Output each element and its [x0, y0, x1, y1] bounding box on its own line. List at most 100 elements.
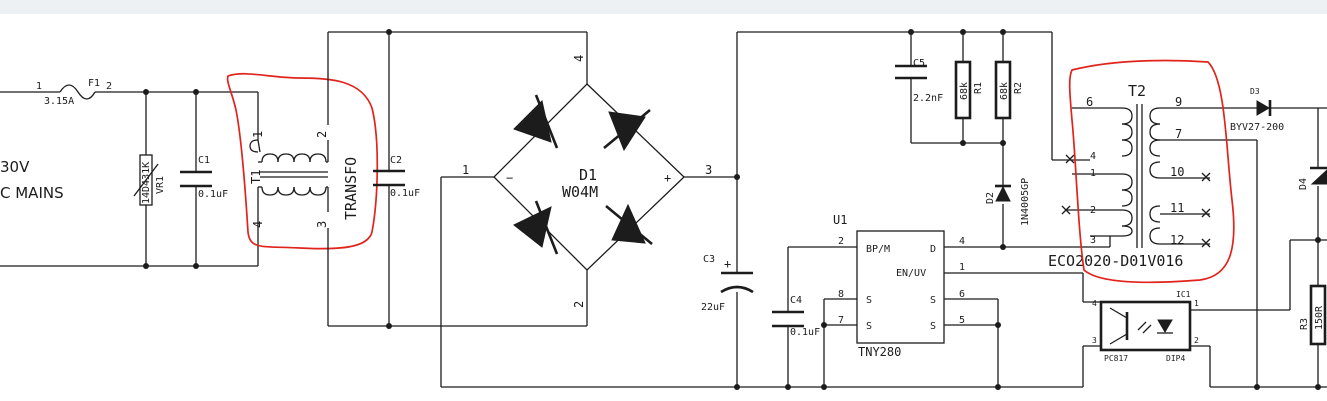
- svg-text:1: 1: [1194, 299, 1199, 308]
- capacitor-c5[interactable]: C5 2.2nF: [895, 50, 943, 104]
- svg-text:2.2nF: 2.2nF: [913, 93, 943, 104]
- svg-text:14D431K: 14D431K: [141, 162, 152, 204]
- svg-text:150R: 150R: [1314, 305, 1325, 330]
- diode-d3[interactable]: D3 BYV27-200: [1230, 87, 1327, 133]
- svg-text:T1: T1: [249, 170, 263, 184]
- svg-text:68k: 68k: [999, 82, 1010, 100]
- svg-text:2: 2: [572, 301, 586, 308]
- svg-text:+: +: [724, 257, 731, 271]
- svg-text:7: 7: [1175, 127, 1182, 141]
- mains-label: 30V C MAINS: [0, 158, 64, 202]
- capacitor-c3[interactable]: + C3 22uF: [701, 254, 754, 313]
- svg-text:6: 6: [959, 289, 965, 300]
- transformer-t1[interactable]: 1 2 3 4 T1 TRANSFO: [249, 131, 360, 228]
- capacitor-c4[interactable]: C4 0.1uF: [772, 295, 820, 338]
- svg-text:1: 1: [462, 163, 469, 177]
- svg-text:4: 4: [251, 221, 265, 228]
- svg-text:22uF: 22uF: [701, 302, 725, 313]
- svg-text:TRANSFO: TRANSFO: [342, 157, 360, 220]
- svg-text:1: 1: [36, 81, 42, 92]
- optocoupler-ic1[interactable]: 4 1 3 2 IC1 PC817 DIP4: [1082, 290, 1211, 387]
- svg-text:0.1uF: 0.1uF: [198, 189, 228, 200]
- svg-text:BP/M: BP/M: [866, 244, 890, 255]
- svg-text:T2: T2: [1128, 82, 1146, 100]
- u1-wiring: [944, 244, 1110, 390]
- capacitor-c1[interactable]: C1 0.1uF: [180, 155, 228, 200]
- svg-text:1: 1: [959, 262, 965, 273]
- svg-text:R2: R2: [1013, 82, 1024, 94]
- annotation-circle-t2: [1068, 59, 1235, 284]
- svg-text:30V: 30V: [0, 158, 30, 176]
- svg-text:7: 7: [838, 315, 844, 326]
- svg-text:S: S: [866, 295, 872, 306]
- svg-text:TNY280: TNY280: [858, 345, 901, 359]
- svg-text:8: 8: [838, 289, 844, 300]
- hv-rail-wiring: [441, 31, 1083, 390]
- svg-text:S: S: [866, 321, 872, 332]
- svg-text:EN/UV: EN/UV: [896, 268, 926, 279]
- svg-text:4: 4: [959, 236, 965, 247]
- svg-text:2: 2: [106, 81, 112, 92]
- svg-text:C1: C1: [198, 155, 210, 166]
- svg-text:S: S: [930, 321, 936, 332]
- c4-wiring: [785, 246, 857, 390]
- annotation-circle-t1: [226, 72, 379, 250]
- svg-text:−: −: [506, 171, 513, 185]
- resistor-r1[interactable]: 68k R1: [954, 60, 984, 120]
- svg-text:2: 2: [1194, 336, 1199, 345]
- capacitor-c2[interactable]: C2 0.1uF: [373, 155, 420, 199]
- transformer-t2[interactable]: T2 6 4 1 2 3 9 7 10 11 12 ECO2020-D01V01…: [1048, 82, 1257, 270]
- svg-text:ECO2020-D01V016: ECO2020-D01V016: [1048, 252, 1183, 270]
- resistor-r2[interactable]: 68k R2: [994, 60, 1024, 120]
- svg-text:4: 4: [1092, 299, 1097, 308]
- svg-text:VR1: VR1: [155, 176, 166, 194]
- svg-text:4: 4: [572, 55, 586, 62]
- svg-text:4: 4: [1090, 151, 1096, 162]
- svg-text:3.15A: 3.15A: [44, 96, 74, 107]
- diode-d4[interactable]: D4: [1298, 166, 1327, 190]
- svg-text:U1: U1: [833, 213, 847, 227]
- svg-text:D: D: [930, 244, 936, 255]
- svg-text:2: 2: [838, 236, 844, 247]
- svg-text:R1: R1: [973, 82, 984, 94]
- svg-text:6: 6: [1086, 95, 1093, 109]
- svg-text:W04M: W04M: [562, 183, 598, 201]
- fuse-f1[interactable]: 1 2 3.15A F1: [36, 78, 112, 107]
- input-wiring: [0, 89, 259, 269]
- svg-text:BYV27-200: BYV27-200: [1230, 122, 1284, 133]
- svg-text:1N4005GP: 1N4005GP: [1020, 178, 1031, 226]
- svg-text:C2: C2: [390, 155, 402, 166]
- bridge-rectifier-d1[interactable]: − + D1 W04M 1 2 3 4: [440, 32, 737, 387]
- varistor-vr1[interactable]: 14D431K VR1: [133, 154, 166, 206]
- svg-text:R3: R3: [1299, 318, 1310, 330]
- t2-wiring: [1051, 32, 1122, 247]
- svg-text:D1: D1: [579, 166, 597, 184]
- svg-text:D2: D2: [985, 192, 996, 204]
- ic-u1-tny280[interactable]: U1 TNY280 BP/M D EN/UV S S S S 2 4 1 8 6…: [833, 213, 965, 359]
- output-wiring: [1190, 108, 1327, 390]
- t1-secondary-wiring: [327, 29, 587, 329]
- svg-text:0.1uF: 0.1uF: [390, 188, 420, 199]
- window-top-bar: [0, 0, 1327, 14]
- svg-text:D4: D4: [1298, 178, 1309, 190]
- svg-text:C3: C3: [703, 254, 715, 265]
- svg-text:D3: D3: [1250, 87, 1260, 96]
- svg-text:C4: C4: [790, 295, 802, 306]
- svg-text:DIP4: DIP4: [1166, 354, 1185, 363]
- svg-text:3: 3: [315, 221, 329, 228]
- svg-text:F1: F1: [88, 78, 100, 89]
- svg-text:3: 3: [705, 163, 712, 177]
- svg-text:68k: 68k: [959, 82, 970, 100]
- svg-text:0.1uF: 0.1uF: [790, 327, 820, 338]
- clamp-wiring: [908, 29, 1006, 247]
- svg-text:C MAINS: C MAINS: [0, 184, 64, 202]
- svg-text:S: S: [930, 295, 936, 306]
- svg-text:3: 3: [1092, 336, 1097, 345]
- svg-text:12: 12: [1170, 233, 1184, 247]
- resistor-r3[interactable]: 150R R3: [1299, 284, 1327, 346]
- svg-text:1: 1: [1090, 168, 1096, 179]
- svg-text:IC1: IC1: [1176, 290, 1191, 299]
- svg-text:5: 5: [959, 315, 965, 326]
- diode-d2[interactable]: D2 1N4005GP: [985, 178, 1031, 226]
